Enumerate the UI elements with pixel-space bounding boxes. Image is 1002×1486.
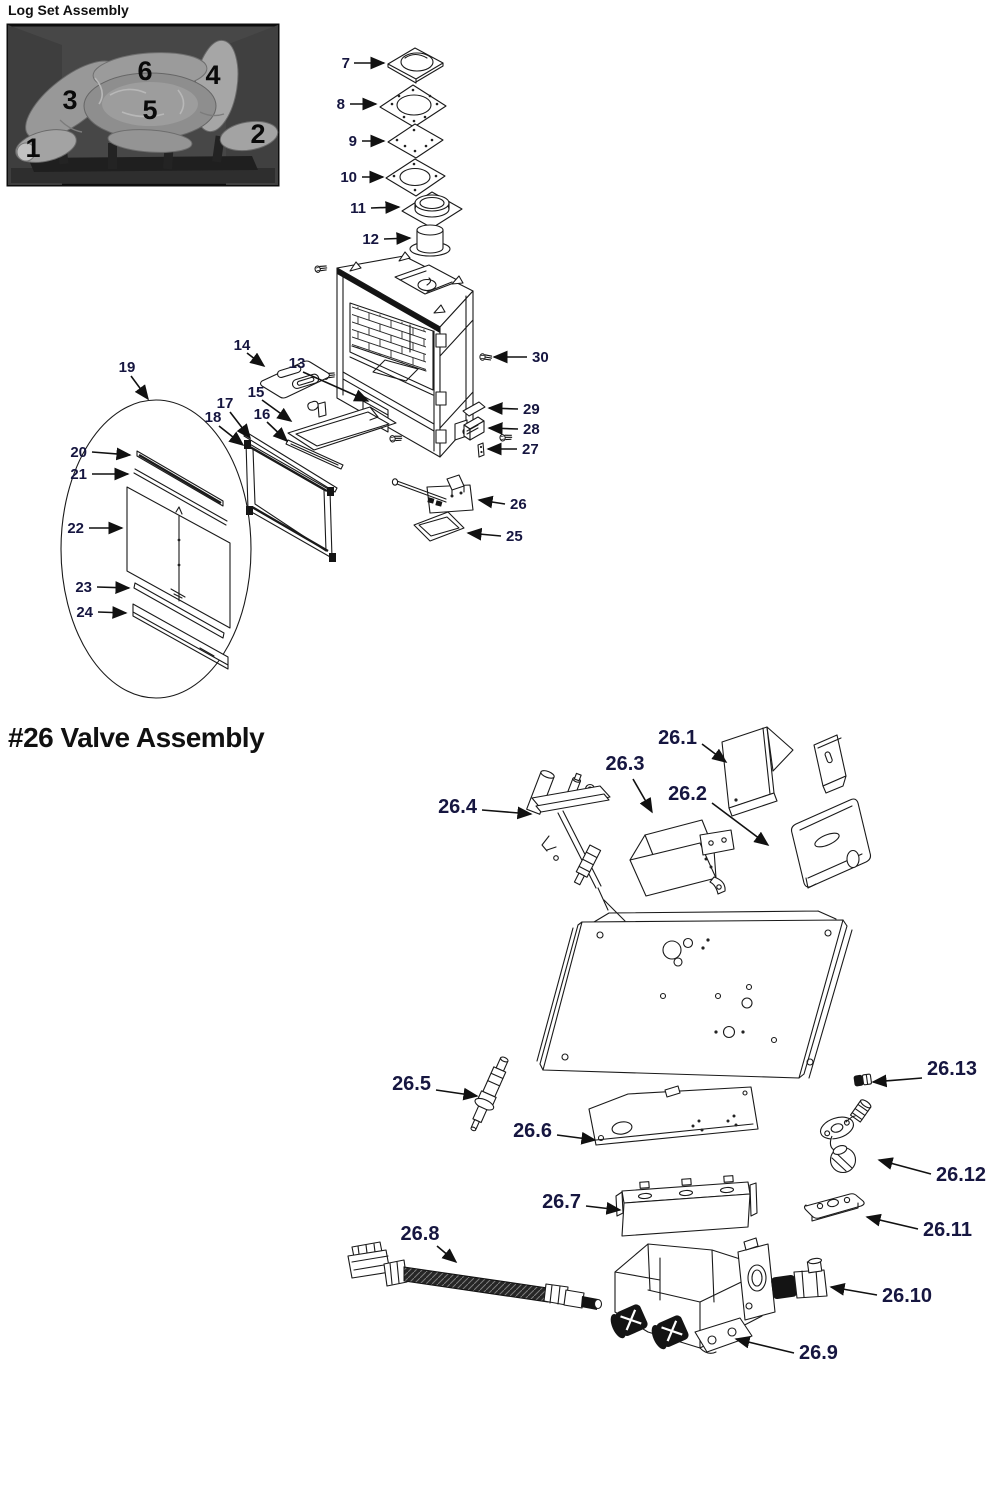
part-16-strip bbox=[285, 439, 344, 470]
part-label-14: 14 bbox=[234, 337, 251, 354]
part-label-10: 10 bbox=[340, 169, 357, 186]
valve-label-26-3: 26.3 bbox=[606, 753, 645, 775]
part-17-top-rail bbox=[243, 431, 338, 493]
part-label-21: 21 bbox=[70, 466, 87, 483]
part-26-module bbox=[391, 474, 474, 514]
part-label-13: 13 bbox=[289, 355, 306, 372]
part-label-27: 27 bbox=[522, 441, 539, 458]
valve-mounting-plate bbox=[536, 910, 853, 1079]
valve-part-26-8-flex-line bbox=[347, 1241, 603, 1310]
part-label-17: 17 bbox=[217, 395, 234, 412]
part-27-clip bbox=[477, 442, 485, 458]
valve-label-26-6: 26.6 bbox=[513, 1120, 552, 1142]
part-12-starter-pipe bbox=[409, 224, 451, 257]
log-label-3: 3 bbox=[62, 85, 77, 115]
part-label-9: 9 bbox=[349, 133, 357, 150]
log-label-6: 6 bbox=[137, 56, 152, 86]
part-18-door-frame bbox=[244, 440, 336, 562]
main-part-labels: 7 8 9 10 11 12 13 14 15 16 17 18 19 bbox=[67, 55, 548, 621]
valve-part-26-9-gas-valve bbox=[610, 1237, 776, 1354]
part-label-15: 15 bbox=[248, 384, 265, 401]
valve-part-26-7-bracket bbox=[615, 1175, 758, 1237]
part-22-glass-panel bbox=[126, 486, 231, 629]
part-label-24: 24 bbox=[76, 604, 93, 621]
valve-part-26-2-module bbox=[790, 798, 872, 889]
log-shapes bbox=[15, 39, 279, 163]
part-28-box bbox=[463, 416, 485, 441]
part-label-29: 29 bbox=[523, 401, 540, 418]
valve-part-26-5-igniter bbox=[470, 1056, 509, 1132]
part-label-28: 28 bbox=[523, 421, 540, 438]
part-label-20: 20 bbox=[70, 444, 87, 461]
valve-label-26-7: 26.7 bbox=[542, 1191, 581, 1213]
part-7-plate bbox=[387, 47, 444, 84]
log-set-photo: 1 2 3 4 5 6 bbox=[6, 23, 280, 187]
valve-label-26-2: 26.2 bbox=[668, 783, 707, 805]
flue-plate-stack bbox=[379, 47, 463, 257]
valve-part-26-13-fitting bbox=[853, 1073, 872, 1087]
part-9-gasket bbox=[387, 123, 444, 159]
valve-label-26-4: 26.4 bbox=[438, 796, 478, 818]
log-set-assembly-title: Log Set Assembly bbox=[8, 2, 129, 18]
part-10-plate bbox=[385, 158, 446, 197]
valve-label-26-1: 26.1 bbox=[658, 727, 697, 749]
valve-small-plate bbox=[813, 734, 847, 794]
valve-part-26-12-elbow bbox=[819, 1099, 872, 1174]
valve-label-26-12: 26.12 bbox=[936, 1164, 986, 1186]
part-label-25: 25 bbox=[506, 528, 523, 545]
part-label-18: 18 bbox=[205, 409, 222, 426]
part-23-channel bbox=[133, 582, 225, 639]
part-label-22: 22 bbox=[67, 520, 84, 537]
part-29-plate bbox=[462, 401, 486, 417]
part-25-gasket-frame bbox=[413, 511, 465, 542]
valve-label-26-5: 26.5 bbox=[392, 1073, 431, 1095]
valve-label-26-10: 26.10 bbox=[882, 1285, 932, 1307]
part-label-30: 30 bbox=[532, 349, 549, 366]
part-label-11: 11 bbox=[350, 200, 366, 217]
log-label-4: 4 bbox=[205, 60, 220, 90]
valve-part-26-4-pilot bbox=[526, 770, 626, 922]
part-15-bottom-tray bbox=[287, 401, 397, 451]
valve-assembly-title: #26 Valve Assembly bbox=[8, 722, 265, 753]
valve-part-labels: 26.1 26.2 26.3 26.4 26.5 26.6 26.7 26.8 … bbox=[392, 727, 986, 1364]
part-14-control-plate bbox=[259, 360, 331, 411]
valve-label-26-13: 26.13 bbox=[927, 1058, 977, 1080]
part-11-collar bbox=[401, 191, 463, 229]
valve-part-26-10-fitting bbox=[771, 1257, 828, 1300]
part-label-26: 26 bbox=[510, 496, 527, 513]
valve-part-26-3-bracket bbox=[629, 819, 735, 897]
log-label-1: 1 bbox=[25, 133, 40, 163]
valve-part-26-6-plate bbox=[588, 1085, 759, 1146]
valve-part-26-11-plate bbox=[803, 1193, 865, 1222]
part-8-plate bbox=[379, 84, 447, 128]
valve-label-26-8: 26.8 bbox=[401, 1223, 440, 1245]
part-label-19: 19 bbox=[119, 359, 136, 376]
log-label-2: 2 bbox=[250, 119, 265, 149]
valve-part-26-1-bracket bbox=[721, 726, 794, 817]
part-21-trim-strip bbox=[133, 468, 228, 526]
part-19-detail-ellipse bbox=[60, 399, 252, 699]
valve-label-26-11: 26.11 bbox=[923, 1219, 972, 1241]
part-label-12: 12 bbox=[362, 231, 379, 248]
part-label-7: 7 bbox=[342, 55, 350, 72]
part-label-8: 8 bbox=[337, 96, 345, 113]
part-label-23: 23 bbox=[75, 579, 92, 596]
log-label-5: 5 bbox=[142, 95, 157, 125]
part-24-bottom-trim bbox=[132, 603, 229, 670]
part-label-16: 16 bbox=[254, 406, 271, 423]
valve-label-26-9: 26.9 bbox=[799, 1342, 838, 1364]
part-20-trim-strip bbox=[136, 450, 224, 507]
